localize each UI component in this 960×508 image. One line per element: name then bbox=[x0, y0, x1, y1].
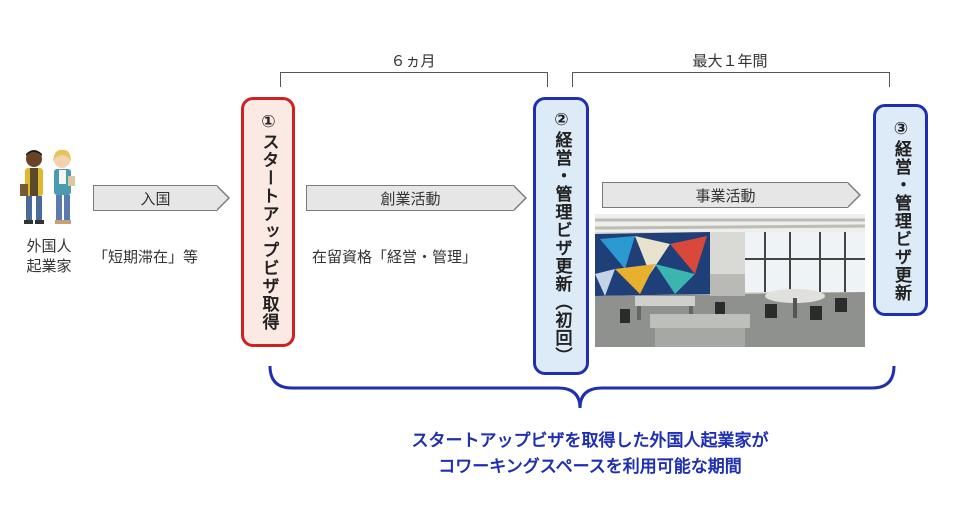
step2-text: 経営・管理ビザ更新（初回） bbox=[551, 131, 572, 365]
step1-startup-visa: ①スタートアップビザ取得 bbox=[241, 97, 295, 347]
person-icon bbox=[53, 149, 75, 224]
arrow-entry: 入国 bbox=[93, 185, 230, 211]
step3-number: ③ bbox=[891, 119, 911, 140]
status-short-stay: 「短期滞在」等 bbox=[93, 248, 199, 266]
step1-text: スタートアップビザ取得 bbox=[258, 133, 279, 331]
step3-visa-renewal: ③経営・管理ビザ更新 bbox=[873, 104, 928, 316]
label-6-months: ６ヵ月 bbox=[390, 52, 436, 70]
step2-number: ② bbox=[551, 110, 572, 131]
arrow-founding: 創業活動 bbox=[306, 185, 527, 211]
coworking-space-photo bbox=[595, 214, 865, 347]
status-business-manager: 在留資格「経営・管理」 bbox=[312, 248, 478, 266]
person-label: 外国人 起業家 bbox=[18, 236, 80, 276]
person-label-line2: 起業家 bbox=[26, 257, 72, 275]
caption-line1: スタートアップビザを取得した外国人起業家が bbox=[411, 431, 769, 451]
bracket-1-year bbox=[572, 72, 890, 87]
person-label-line1: 外国人 bbox=[26, 237, 72, 255]
person-icon bbox=[20, 150, 44, 224]
bracket-6-months bbox=[280, 72, 548, 87]
arrow-business: 事業活動 bbox=[602, 182, 861, 208]
step3-text: 経営・管理ビザ更新 bbox=[891, 140, 911, 302]
caption-line2: コワーキングスペースを利用可能な期間 bbox=[438, 457, 742, 477]
arrow-founding-label: 創業活動 bbox=[380, 189, 441, 208]
arrow-entry-label: 入国 bbox=[140, 189, 171, 208]
arrow-business-label: 事業活動 bbox=[695, 186, 756, 205]
entrepreneurs-illustration bbox=[20, 149, 75, 224]
label-1-year: 最大１年間 bbox=[692, 52, 768, 70]
step2-visa-renewal-first: ②経営・管理ビザ更新（初回） bbox=[533, 97, 589, 375]
bottom-brace bbox=[268, 365, 896, 409]
step1-number: ① bbox=[258, 112, 279, 133]
